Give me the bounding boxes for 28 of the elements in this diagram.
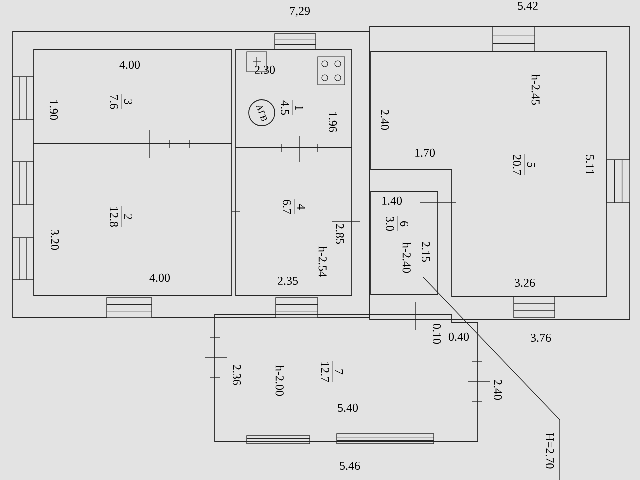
dimension-label: 1.96 — [328, 112, 338, 132]
dimension-label: 5.46 — [340, 462, 360, 470]
dimension-label: 2.30 — [255, 66, 276, 74]
dimension-label: h-2.54 — [318, 246, 328, 278]
dimension-label: 1.70 — [416, 148, 436, 158]
dimension-label: 0.10 — [432, 324, 442, 344]
dimension-label: h-2.40 — [402, 242, 412, 274]
dimension-label: 3.26 — [515, 278, 536, 288]
dimension-label: h-2.00 — [276, 366, 284, 396]
dimension-label: 2.36 — [232, 365, 242, 386]
dimension-label: 5.11 — [586, 155, 594, 175]
dimension-label: 1.90 — [50, 100, 58, 120]
dimension-label: H=2.70 — [546, 433, 554, 469]
dimension-label: 4.00 — [150, 274, 170, 282]
dimension-label: 5.40 — [338, 404, 358, 412]
dimension-label: 2.40 — [494, 380, 502, 400]
dimension-label: 3.20 — [50, 230, 60, 250]
dimension-label: 1.40 — [382, 196, 402, 206]
dimension-label: 3.76 — [531, 334, 552, 342]
dimension-label: 2.85 — [336, 224, 344, 244]
dimension-label: 7,29 — [290, 7, 310, 17]
dimension-label: 4.00 — [120, 60, 140, 70]
dimension-label: 5.42 — [518, 2, 538, 10]
dimension-label: 2.40 — [380, 110, 390, 130]
dimension-label: 2.15 — [422, 242, 430, 262]
dimension-label: 2.35 — [278, 276, 298, 286]
dimension-label: h-2.45 — [532, 74, 540, 106]
dimension-label: 0.40 — [448, 332, 470, 342]
